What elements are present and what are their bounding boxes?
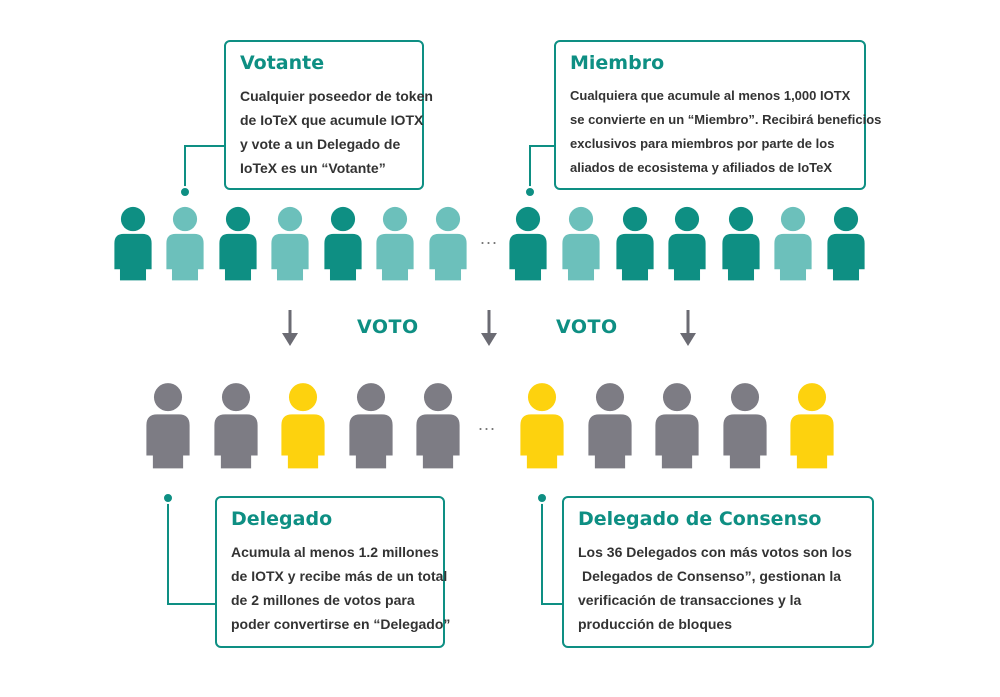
consenso-line: producción de bloques (578, 616, 733, 632)
vote-label: VOTO (357, 316, 419, 338)
person-icon (722, 206, 760, 281)
consenso-line: Los 36 Delegados con más votos son los (578, 544, 852, 560)
ellipsis-bottom: ... (478, 414, 497, 434)
delegado-box: Delegado Acumula al menos 1.2 millones d… (215, 496, 451, 648)
person-icon (376, 206, 414, 281)
person-icon (214, 383, 258, 469)
person-icon (166, 206, 204, 281)
miembro-line: se convierte en un “Miembro”. Recibirá b… (570, 112, 882, 127)
votante-pin (179, 186, 191, 198)
down-arrow-icon (481, 310, 497, 346)
person-icon (588, 383, 632, 469)
miembro-box: Miembro Cualquiera que acumule al menos … (554, 40, 882, 190)
consenso-title: Delegado de Consenso (578, 508, 822, 530)
down-arrow-icon (282, 310, 298, 346)
votante-line: y vote a un Delegado de (240, 136, 401, 152)
delegado-line: poder convertirse en “Delegado” (231, 616, 451, 632)
delegado-title: Delegado (231, 508, 333, 530)
person-icon (520, 383, 564, 469)
person-icon (723, 383, 767, 469)
person-icon (790, 383, 834, 469)
miembro-pin (524, 186, 536, 198)
person-icon (281, 383, 325, 469)
votante-title: Votante (240, 52, 325, 74)
vote-label: VOTO (556, 316, 618, 338)
person-icon (429, 206, 467, 281)
person-icon (774, 206, 812, 281)
person-icon (146, 383, 190, 469)
miembro-title: Miembro (570, 52, 665, 74)
delegado-line: Acumula al menos 1.2 millones (231, 544, 439, 560)
consenso-line: Delegados de Consenso”, gestionan la (582, 568, 842, 584)
votante-line: Cualquier poseedor de token (240, 88, 433, 104)
person-icon (655, 383, 699, 469)
delegado-line: de 2 millones de votos para (231, 592, 415, 608)
delegate-row (146, 383, 834, 469)
delegado-pin (162, 492, 174, 504)
ellipsis-top: ... (480, 228, 499, 248)
person-icon (324, 206, 362, 281)
consenso-pin (536, 492, 548, 504)
person-icon (668, 206, 706, 281)
consenso-box: Delegado de Consenso Los 36 Delegados co… (562, 496, 874, 648)
votante-connector (184, 145, 224, 190)
voter-row (114, 206, 865, 281)
votante-box: Votante Cualquier poseedor de token de I… (224, 40, 433, 190)
delegado-connector (167, 498, 215, 605)
person-icon (509, 206, 547, 281)
miembro-line: aliados de ecosistema y afiliados de IoT… (570, 160, 833, 175)
miembro-line: Cualquiera que acumule al menos 1,000 IO… (570, 88, 851, 103)
person-icon (616, 206, 654, 281)
person-icon (562, 206, 600, 281)
miembro-line: exclusivos para miembros por parte de lo… (570, 136, 835, 151)
votante-line: de IoTeX que acumule IOTX (240, 112, 424, 128)
miembro-connector (529, 145, 554, 190)
person-icon (827, 206, 865, 281)
person-icon (271, 206, 309, 281)
delegado-line: de IOTX y recibe más de un total (231, 568, 448, 584)
votante-line: IoTeX es un “Votante” (240, 160, 386, 176)
person-icon (219, 206, 257, 281)
consenso-line: verificación de transacciones y la (578, 592, 802, 608)
person-icon (349, 383, 393, 469)
down-arrow-icon (680, 310, 696, 346)
person-icon (416, 383, 460, 469)
consenso-connector (541, 498, 562, 605)
person-icon (114, 206, 152, 281)
